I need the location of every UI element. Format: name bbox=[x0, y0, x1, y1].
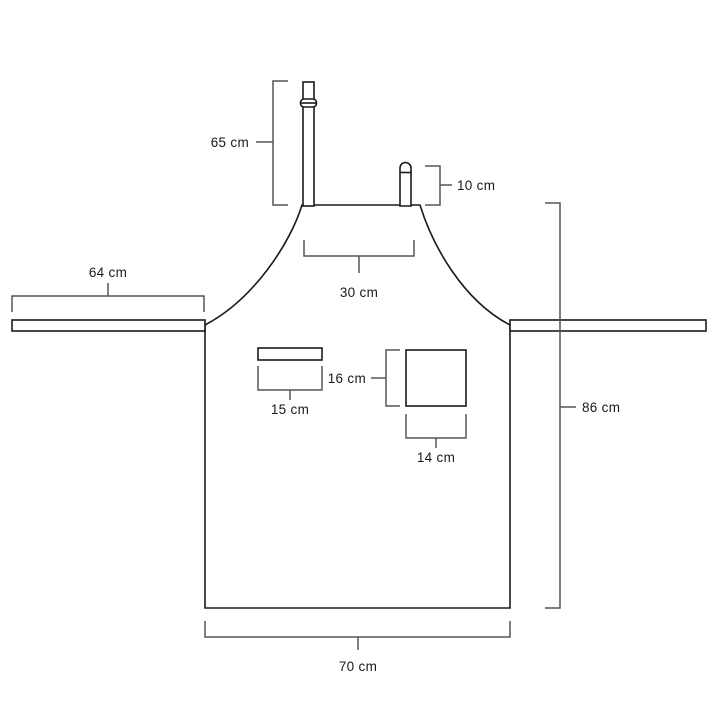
waist-tie-right bbox=[509, 319, 707, 332]
dimension-body-height: 86 cm bbox=[545, 202, 620, 609]
dimension-pocket-right-width: 14 cm bbox=[405, 414, 467, 465]
dimension-neck-strap-length: 65 cm bbox=[211, 80, 288, 206]
dimension-label-30cm: 30 cm bbox=[340, 285, 378, 300]
dimension-label-14cm: 14 cm bbox=[417, 450, 455, 465]
dimension-label-16cm: 16 cm bbox=[328, 371, 366, 386]
dimension-shoulder-strap-stub: 10 cm bbox=[425, 165, 495, 206]
dimension-label-65cm: 65 cm bbox=[211, 135, 249, 150]
shoulder-strap-stub bbox=[399, 161, 412, 207]
apron-garment bbox=[11, 81, 707, 609]
dimension-label-86cm: 86 cm bbox=[582, 400, 620, 415]
dimension-bracket bbox=[204, 621, 511, 638]
dimension-pocket-right-height: 16 cm bbox=[328, 349, 400, 407]
dimension-bracket bbox=[545, 202, 561, 609]
towel-loop-bar bbox=[257, 347, 323, 361]
dimension-bracket bbox=[425, 165, 441, 206]
dimension-label-15cm: 15 cm bbox=[271, 402, 309, 417]
dimension-body-width: 70 cm bbox=[204, 621, 511, 674]
dimension-pocket-left-width: 15 cm bbox=[257, 366, 323, 417]
dimension-bracket bbox=[11, 295, 205, 312]
dimension-label-10cm: 10 cm bbox=[457, 178, 495, 193]
dimension-label-70cm: 70 cm bbox=[339, 659, 377, 674]
dimension-bib-top-width: 30 cm bbox=[303, 240, 415, 300]
waist-tie-left bbox=[11, 319, 206, 332]
apron-body-outline bbox=[204, 204, 511, 609]
dimension-label-64cm: 64 cm bbox=[89, 265, 127, 280]
neck-strap-long bbox=[302, 81, 315, 207]
dimension-waist-tie-length: 64 cm bbox=[11, 265, 205, 312]
dimension-bracket bbox=[272, 80, 288, 206]
patch-pocket bbox=[405, 349, 467, 407]
